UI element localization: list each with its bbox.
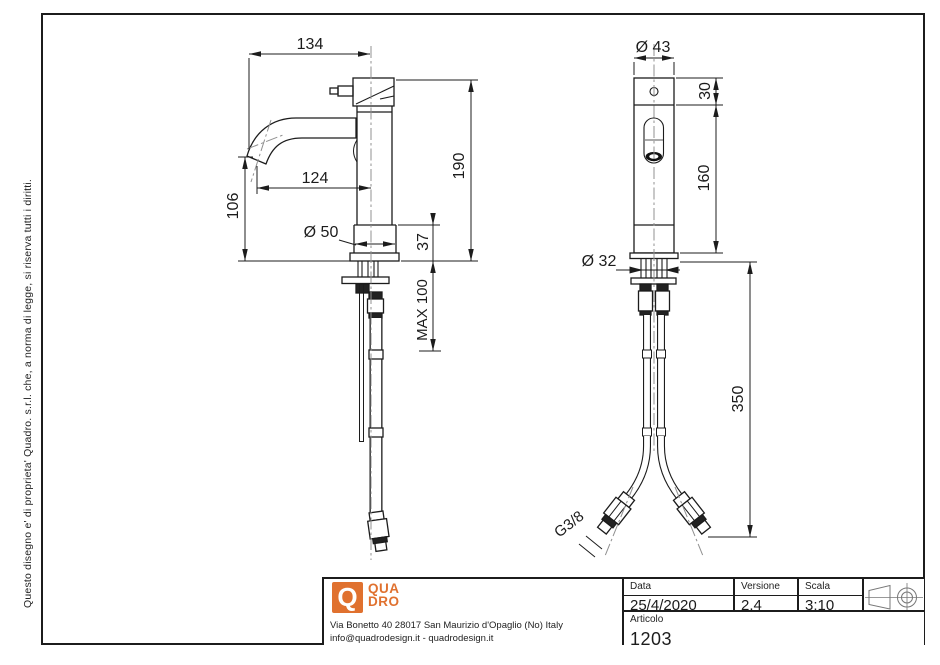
dim-spout-overall: 134 bbox=[297, 36, 324, 53]
logo-line-2: DRO bbox=[368, 594, 400, 609]
logo-line-1: QUA bbox=[368, 581, 400, 596]
dim-shank-dia: Ø 32 bbox=[582, 253, 617, 270]
dim-spout-reach: 124 bbox=[302, 170, 329, 187]
dim-body-h: 160 bbox=[696, 165, 713, 192]
address-line: Via Bonetto 40 28017 San Maurizio d'Opag… bbox=[330, 620, 563, 631]
dim-thread: G3/8 bbox=[551, 508, 587, 541]
dim-base-h: 37 bbox=[415, 233, 432, 251]
date-value: 25/4/2020 bbox=[630, 597, 697, 614]
title-block-scale-cell: Scala 3:10 bbox=[797, 577, 862, 614]
title-block-article-cell: Articolo 1203 bbox=[622, 610, 924, 649]
dim-spout-height: 106 bbox=[225, 193, 242, 220]
dimension-texts: 134 124 106 190 Ø 50 37 MAX 100 Ø 43 30 … bbox=[225, 36, 747, 541]
front-view-dimensions bbox=[578, 55, 757, 558]
title-block-company-cell: Q QUA DRO Via Bonetto 40 28017 San Mauri… bbox=[322, 577, 622, 645]
dim-top-dia: Ø 43 bbox=[636, 39, 671, 56]
dim-base-dia: Ø 50 bbox=[304, 224, 339, 241]
title-block-projection-cell bbox=[862, 577, 924, 610]
dim-hose-len: 350 bbox=[730, 386, 747, 413]
date-label: Data bbox=[624, 579, 733, 596]
scale-value: 3:10 bbox=[805, 597, 835, 614]
dim-total-height: 190 bbox=[451, 153, 468, 180]
version-label: Versione bbox=[735, 579, 797, 596]
company-address: Via Bonetto 40 28017 San Maurizio d'Opag… bbox=[330, 620, 563, 645]
version-value: 2.4 bbox=[741, 597, 762, 614]
scale-label: Scala bbox=[799, 579, 862, 596]
title-block-date-cell: Data 25/4/2020 bbox=[622, 577, 733, 614]
quadro-logo-text: QUA DRO bbox=[368, 581, 400, 609]
first-angle-projection-icon bbox=[865, 583, 923, 610]
dim-deck-max: MAX 100 bbox=[414, 279, 431, 341]
side-view-dimensions bbox=[238, 51, 478, 352]
article-value: 1203 bbox=[630, 629, 673, 649]
dim-cap-h: 30 bbox=[697, 82, 714, 100]
side-view bbox=[246, 77, 400, 553]
front-view-centerlines bbox=[604, 44, 704, 557]
title-block-version-cell: Versione 2.4 bbox=[733, 577, 797, 614]
side-view-centerlines bbox=[246, 46, 372, 560]
article-label: Articolo bbox=[630, 614, 664, 625]
quadro-logo-icon: Q bbox=[332, 582, 363, 613]
contact-line: info@quadrodesign.it - quadrodesign.it bbox=[330, 632, 494, 644]
